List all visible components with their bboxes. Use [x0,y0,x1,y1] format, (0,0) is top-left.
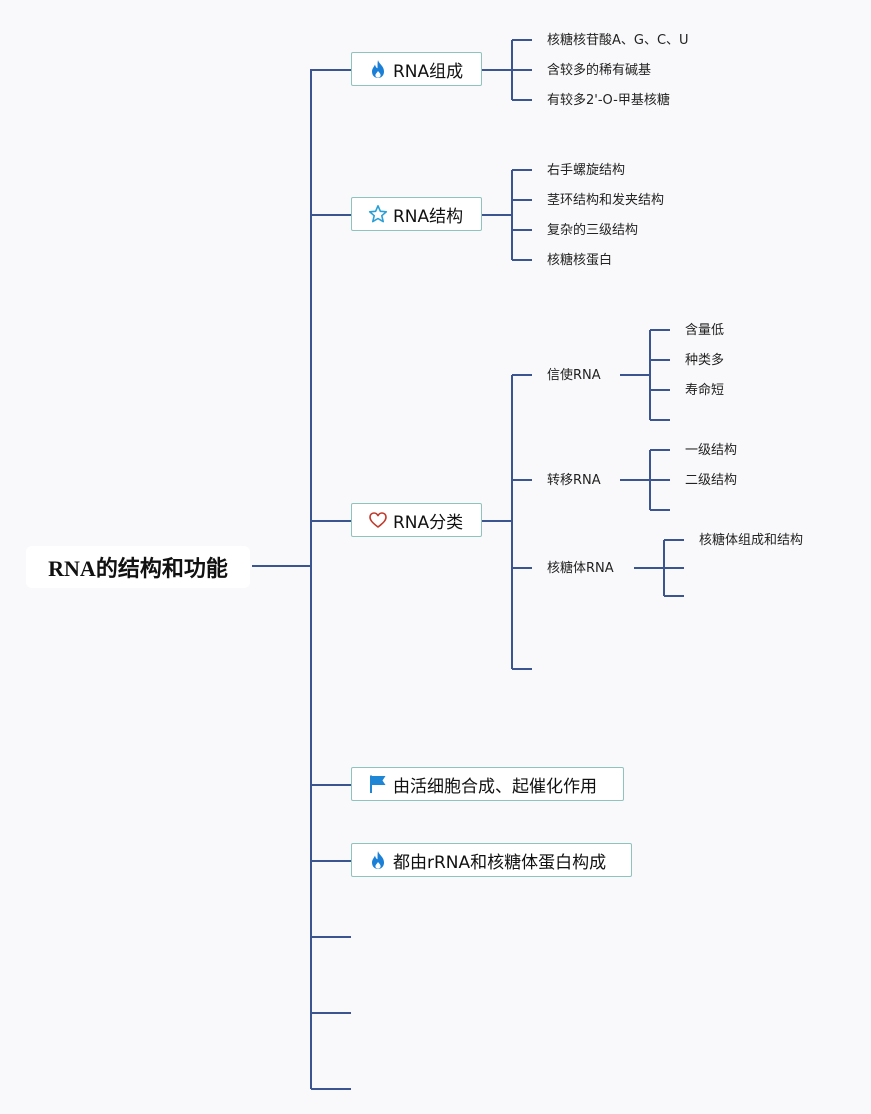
branch-rna-classification[interactable]: RNA分类 [351,503,482,537]
leaf-tertiary: 复杂的三级结构 [547,223,639,238]
leaf-low-content: 含量低 [685,323,725,338]
leaf-many-types: 种类多 [685,353,725,368]
subtopic-rrna: 核糖体RNA [547,561,614,576]
leaf-ribonucleoprotein: 核糖核蛋白 [547,253,613,268]
branch-label: RNA结构 [393,206,464,227]
flag-icon [368,774,388,794]
leaf-ribosome-structure: 核糖体组成和结构 [699,533,804,548]
branch-label: 由活细胞合成、起催化作用 [393,776,597,797]
heart-icon [368,510,388,530]
branch-catalytic[interactable]: 由活细胞合成、起催化作用 [351,767,624,801]
leaf-right-helix: 右手螺旋结构 [547,163,626,178]
flame-icon [368,850,388,870]
root-topic[interactable]: RNA的结构和功能 [26,546,250,588]
leaf-nucleotides: 核糖核苷酸A、G、C、U [547,33,689,48]
leaf-rare-bases: 含较多的稀有碱基 [547,63,652,78]
star-icon [368,204,388,224]
root-topic-label: RNA的结构和功能 [48,556,228,581]
subtopic-trna: 转移RNA [547,473,601,488]
leaf-stem-loop: 茎环结构和发夹结构 [547,193,665,208]
branch-rrna-ribosome[interactable]: 都由rRNA和核糖体蛋白构成 [351,843,632,877]
leaf-methyl-ribose: 有较多2'-O-甲基核糖 [547,93,670,108]
subtopic-mrna: 信使RNA [547,368,601,383]
leaf-primary-structure: 一级结构 [685,443,738,458]
leaf-secondary-structure: 二级结构 [685,473,738,488]
flame-icon [368,59,388,79]
branch-rna-composition[interactable]: RNA组成 [351,52,482,86]
leaf-short-life: 寿命短 [685,383,725,398]
branch-label: RNA组成 [393,61,464,82]
branch-label: 都由rRNA和核糖体蛋白构成 [393,852,607,873]
branch-label: RNA分类 [393,512,464,533]
branch-rna-structure[interactable]: RNA结构 [351,197,482,231]
